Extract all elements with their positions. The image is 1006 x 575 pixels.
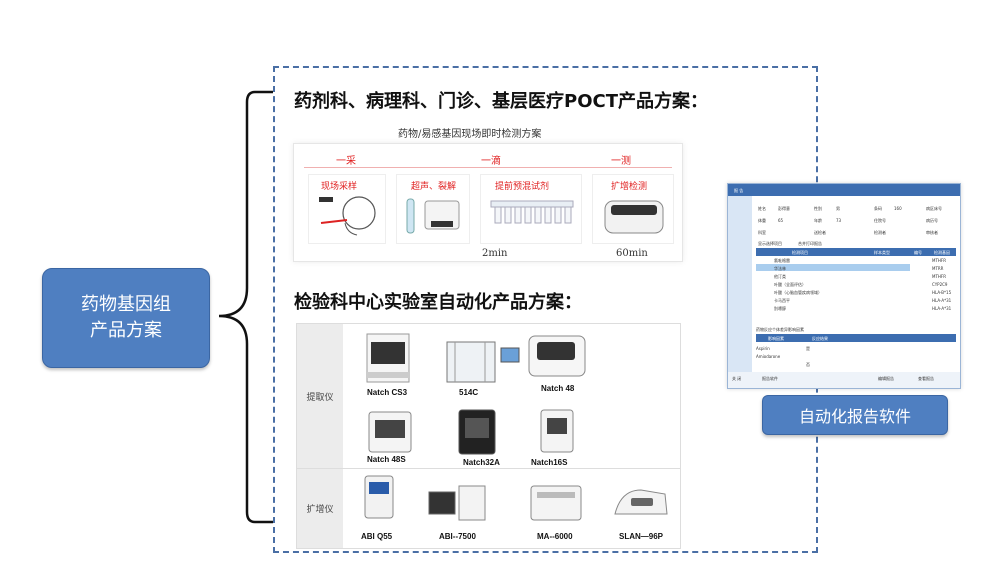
row-divider [297, 468, 680, 469]
root-line-1: 药物基因组 [81, 294, 171, 315]
natch-48-image [528, 335, 586, 377]
slan-96p-image [614, 489, 668, 515]
check-show-selected[interactable]: 显示选择项目 [758, 241, 782, 246]
close-button[interactable]: 关 闭 [732, 376, 742, 381]
514c-image [446, 341, 520, 383]
device-natch16s: Natch16S [531, 458, 568, 467]
test-row[interactable]: 氯吡格雷 [774, 258, 790, 263]
root-line-2: 产品方案 [90, 320, 162, 341]
report-software-button[interactable]: 报告软件 [762, 376, 778, 381]
window-titlebar [728, 184, 960, 196]
selected-row-highlight [756, 264, 910, 271]
lab-device-table: 提取仪 扩增仪 Natch CS3 514C Natch 48 Natch 48… [296, 323, 681, 549]
time-2min: 2min [482, 248, 508, 259]
test-table-header [756, 248, 956, 256]
step-sample: 一采 [336, 156, 356, 167]
poct-panel: 一采 一滴 一测 现场采样 超声、裂解 提前预混试剂 [293, 143, 683, 262]
substep-reagent: 提前预混试剂 [495, 182, 550, 192]
device-abi-7500: ABI--7500 [439, 532, 476, 541]
device-natch-cs3: Natch CS3 [367, 388, 408, 397]
drug-section-title: 药物反应个体差异影响因素 [756, 327, 804, 332]
report-software-window: 报 告 姓名 彭得意 性别 男 条码 160 病区床号 体重 65 年龄 73 … [727, 183, 961, 389]
test-row[interactable]: 叶酸（全面评估） [774, 282, 806, 287]
row-label-amplification: 扩增仪 [297, 469, 343, 548]
root-node: 药物基因组 产品方案 [42, 268, 210, 368]
device-natch-48s: Natch 48S [367, 455, 406, 464]
check-merge-print[interactable]: 合并打印报告 [798, 241, 822, 246]
detection-card: 扩增检测 [592, 174, 674, 244]
test-row[interactable]: 他汀类 [774, 274, 786, 279]
step-drop: 一滴 [481, 156, 501, 167]
window-title: 报 告 [734, 188, 744, 193]
test-row[interactable]: 别嘌醇 [774, 306, 786, 311]
lysis-card: 超声、裂解 [396, 174, 470, 244]
device-natch-48: Natch 48 [541, 384, 575, 393]
natch32a-image [458, 409, 496, 455]
reagent-card: 提前预混试剂 [480, 174, 582, 244]
reagent-strip-icon [490, 200, 574, 224]
poct-subtitle: 药物/易感基因现场即时检测方案 [398, 129, 542, 140]
test-row[interactable]: 华法林 [774, 266, 786, 271]
substep-detection: 扩增检测 [611, 182, 648, 192]
edit-report-button[interactable]: 编辑报告 [878, 376, 894, 381]
step-test: 一测 [611, 156, 631, 167]
poct-heading: 药剂科、病理科、门诊、基层医疗POCT产品方案： [294, 91, 708, 112]
device-514c: 514C [459, 388, 479, 397]
curly-brace-connector [218, 90, 273, 524]
step-divider [304, 167, 672, 168]
window-footer [728, 372, 960, 388]
software-label: 自动化报告软件 [762, 395, 948, 435]
ultrasonic-device-icon [406, 198, 460, 234]
time-60min: 60min [616, 248, 648, 259]
sampling-card: 现场采样 [308, 174, 386, 244]
abi-q55-image [364, 475, 394, 519]
natch-cs3-image [366, 333, 410, 383]
device-natch32a: Natch32A [463, 458, 500, 467]
lab-heading: 检验科中心实验室自动化产品方案： [294, 292, 582, 313]
face-swab-icon [319, 196, 376, 236]
substep-sampling: 现场采样 [321, 182, 358, 192]
pcr-device-icon [604, 200, 664, 234]
window-sidebar [728, 196, 752, 376]
device-abi-q55: ABI Q55 [361, 532, 393, 541]
row-label-extraction: 提取仪 [297, 324, 343, 468]
drug-table-header [756, 334, 956, 342]
natch16s-image [540, 409, 574, 453]
device-slan-96p: SLAN—96P [619, 532, 664, 541]
abi-7500-image [428, 485, 486, 521]
natch-48s-image [368, 411, 412, 453]
substep-lysis: 超声、裂解 [411, 182, 457, 192]
test-row[interactable]: 卡马西平 [774, 298, 790, 303]
ma-6000-image [530, 485, 582, 521]
device-ma-6000: MA--6000 [537, 532, 573, 541]
view-report-button[interactable]: 查看报告 [918, 376, 934, 381]
test-row[interactable]: 叶酸（心脑血管疾病领域） [774, 290, 822, 295]
